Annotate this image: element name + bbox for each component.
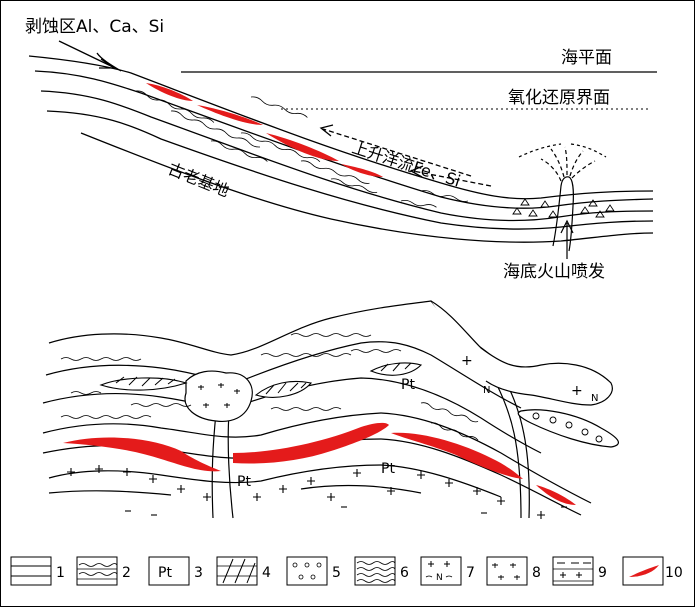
redox-label: 氧化还原界面 — [508, 88, 610, 108]
legend-item-10: 10 — [622, 556, 683, 586]
volcano — [518, 143, 607, 252]
volcano-arrowhead — [560, 219, 574, 234]
legend-item-7: N 7 — [420, 556, 475, 586]
basement-line — [80, 132, 654, 243]
erosion-label: 剥蚀区Al、Ca、Si — [25, 17, 164, 37]
stratum-line-2 — [34, 70, 654, 209]
ore-lens-2 — [197, 105, 263, 125]
ore-lens-1 — [146, 83, 193, 101]
granite-body — [430, 300, 613, 406]
svg-text:2: 2 — [122, 565, 131, 581]
volcano-label: 海底火山喷发 — [503, 262, 605, 282]
pt-label-2: Pt — [237, 474, 251, 490]
lower-wavy-lines — [60, 333, 479, 441]
legend-item-2: 2 — [76, 556, 131, 586]
svg-text:3: 3 — [194, 565, 203, 581]
svg-text:8: 8 — [532, 565, 541, 581]
upwelling-arrows — [319, 124, 492, 187]
svg-text:1: 1 — [56, 565, 65, 581]
ore-band-3 — [391, 432, 523, 479]
stratum-line-4 — [46, 110, 654, 230]
wavy-lines-icon — [76, 556, 118, 586]
upwelling-label: 上升洋流Fe、Si — [350, 138, 463, 191]
erosion-edge — [96, 52, 122, 72]
svg-text:N: N — [436, 573, 443, 583]
volcano-conduit — [552, 176, 574, 252]
volcanic-debris — [512, 198, 615, 218]
svg-text:7: 7 — [466, 565, 475, 581]
n-label-1: N — [483, 385, 490, 396]
lower-dashes — [125, 506, 567, 516]
volcaniclastic-pod — [517, 409, 619, 448]
ore-band-4 — [536, 485, 576, 505]
pt-box-icon — [148, 556, 190, 586]
intrusion-channels — [211, 382, 530, 519]
basement-label: 古老基地 — [166, 159, 232, 201]
upper-wavy-lines — [135, 90, 469, 208]
hatched-lenses — [99, 362, 423, 398]
sloping-strata — [28, 52, 654, 243]
legend-item-5: 5 — [286, 556, 341, 586]
lower-ore-bands — [63, 422, 576, 505]
legend-item-3: Pt 3 — [148, 556, 203, 586]
upper-ore-lenses — [146, 83, 383, 177]
lower-diagram: + + N N Pt — [42, 300, 619, 519]
folded-strata — [42, 300, 592, 516]
svg-text:10: 10 — [665, 565, 683, 581]
stratum-line-3 — [40, 90, 654, 222]
legend: 1 2 Pt 3 4 5 — [10, 556, 683, 586]
pt-label-3: Pt — [381, 461, 395, 477]
stock-ticks — [198, 383, 240, 408]
hatched-lens-icon — [216, 556, 258, 586]
svg-text:4: 4 — [262, 565, 271, 581]
ore-band-2 — [233, 422, 389, 464]
legend-item-8: 8 — [486, 556, 541, 586]
svg-text:5: 5 — [332, 565, 341, 581]
legend-item-4: 4 — [216, 556, 271, 586]
erosion-arrow — [58, 40, 114, 68]
plus-label-1: + — [461, 353, 473, 369]
svg-text:Pt: Pt — [158, 565, 172, 581]
intrusive-stock — [184, 370, 253, 423]
svg-text:6: 6 — [400, 565, 409, 581]
tick-marks-icon — [486, 556, 528, 586]
plus-label-2: + — [571, 383, 583, 399]
legend-item-1: 1 — [10, 556, 65, 586]
plus-n-icon — [420, 556, 462, 586]
pt-label-1: Pt — [401, 377, 415, 393]
upper-diagram: 剥蚀区Al、Ca、Si 海平面 氧化还原界面 — [25, 17, 657, 282]
basement-plus-pattern — [67, 465, 545, 519]
legend-item-6: 6 — [354, 556, 409, 586]
parallel-lines-icon — [10, 556, 52, 586]
n-label-2: N — [591, 393, 598, 404]
pod-circles — [532, 412, 603, 443]
ore-lens-4 — [341, 164, 383, 177]
ore-band-1 — [63, 437, 221, 472]
dotted-circles-icon — [286, 556, 328, 586]
legend-item-9: 9 — [552, 556, 607, 586]
sea-level-label: 海平面 — [561, 48, 612, 68]
plus-dash-icon — [552, 556, 594, 586]
ore-lens-3 — [266, 133, 339, 161]
svg-text:9: 9 — [598, 565, 607, 581]
